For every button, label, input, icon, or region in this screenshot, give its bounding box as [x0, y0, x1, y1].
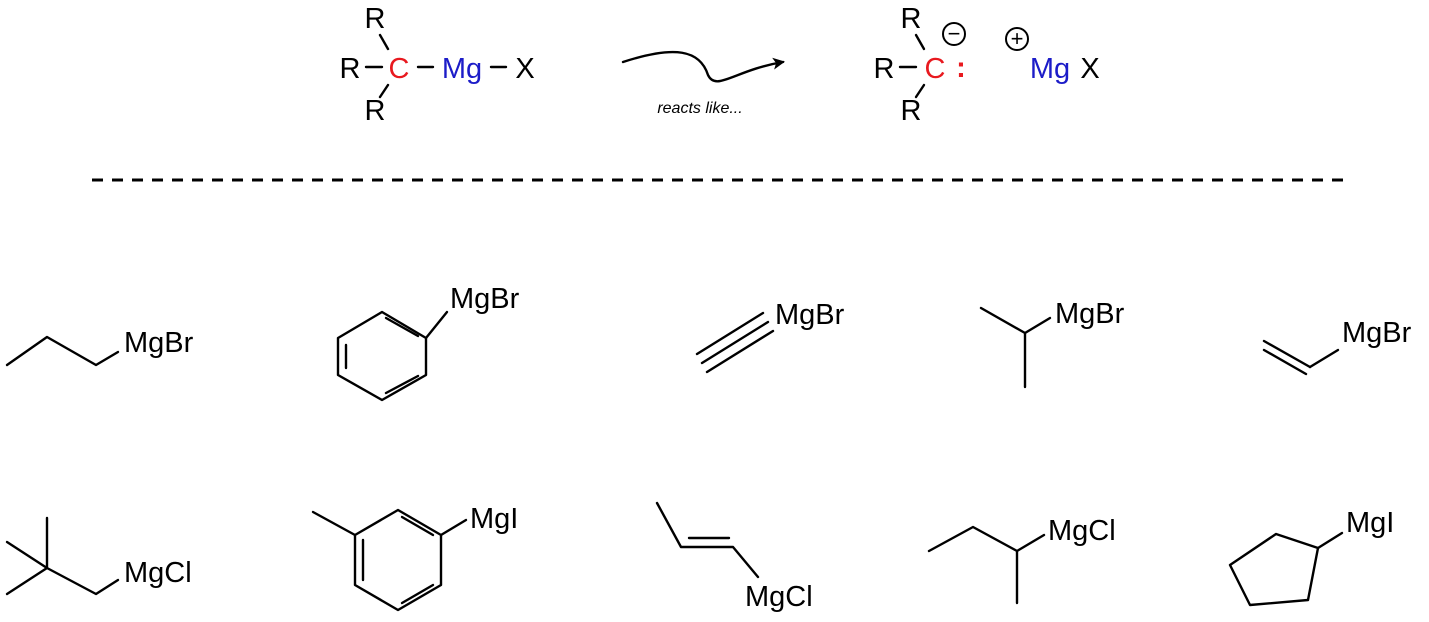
- negative-charge-icon: [942, 22, 966, 46]
- reagent-vinylmagnesium-bromide: MgBr: [1262, 317, 1412, 376]
- product-r-left: R: [874, 53, 895, 85]
- reagent-sec-butylmagnesium-chloride: MgCl: [927, 515, 1116, 605]
- reactant-r-bottom: R: [365, 95, 386, 127]
- positive-charge-sign: +: [1011, 26, 1024, 51]
- bond-c-rbottom-product: [914, 83, 926, 99]
- product-magnesium: Mg: [1030, 53, 1070, 85]
- reagent-label: MgI: [1346, 507, 1394, 539]
- reagent-phenylmagnesium-bromide: MgBr: [336, 283, 520, 402]
- positive-charge-icon: [1005, 27, 1029, 51]
- reagent-label: MgBr: [124, 327, 194, 359]
- squiggle-arrow: [621, 50, 785, 83]
- reaction-arrow: reacts like...: [621, 50, 785, 117]
- reactant-r-left: R: [340, 53, 361, 85]
- reagent-label: MgI: [470, 503, 518, 535]
- product-carbanion: R R R C : − + Mg X: [874, 3, 1100, 127]
- reactant-carbon: C: [389, 53, 410, 85]
- product-halide: X: [1080, 53, 1099, 85]
- reactant-r-top: R: [365, 3, 386, 35]
- bond-rtop-c: [378, 33, 390, 51]
- reagent-cyclopentylmagnesium-iodide: MgI: [1228, 507, 1394, 607]
- reagent-label: MgBr: [1342, 317, 1412, 349]
- product-carbon: C: [925, 53, 946, 85]
- reagent-label: MgBr: [1055, 298, 1125, 330]
- product-r-top: R: [901, 3, 922, 35]
- bond-c-rbottom: [378, 83, 390, 99]
- bond-rtop-c-product: [914, 33, 926, 51]
- reagent-propenylmagnesium-chloride: MgCl: [655, 501, 813, 613]
- reagent-isopropylmagnesium-bromide: MgBr: [979, 298, 1125, 389]
- reagent-neopentylmagnesium-chloride: MgCl: [5, 516, 192, 596]
- reactant-magnesium: Mg: [442, 53, 482, 85]
- lone-pair: :: [956, 52, 966, 84]
- reagent-m-tolylmagnesium-iodide: MgI: [311, 503, 518, 612]
- product-r-bottom: R: [901, 95, 922, 127]
- reagent-label: MgBr: [450, 283, 520, 315]
- reactant-grignard: R R R C Mg X: [340, 3, 535, 127]
- reagent-propylmagnesium-bromide: MgBr: [5, 327, 194, 367]
- reagent-label: MgBr: [775, 299, 845, 331]
- reagent-label: MgCl: [745, 581, 813, 613]
- negative-charge-sign: −: [948, 21, 961, 46]
- reagent-label: MgCl: [124, 557, 192, 589]
- arrow-caption: reacts like...: [657, 100, 742, 117]
- reactant-halide: X: [515, 53, 534, 85]
- reagent-ethynylmagnesium-bromide: MgBr: [695, 299, 845, 374]
- reagent-label: MgCl: [1048, 515, 1116, 547]
